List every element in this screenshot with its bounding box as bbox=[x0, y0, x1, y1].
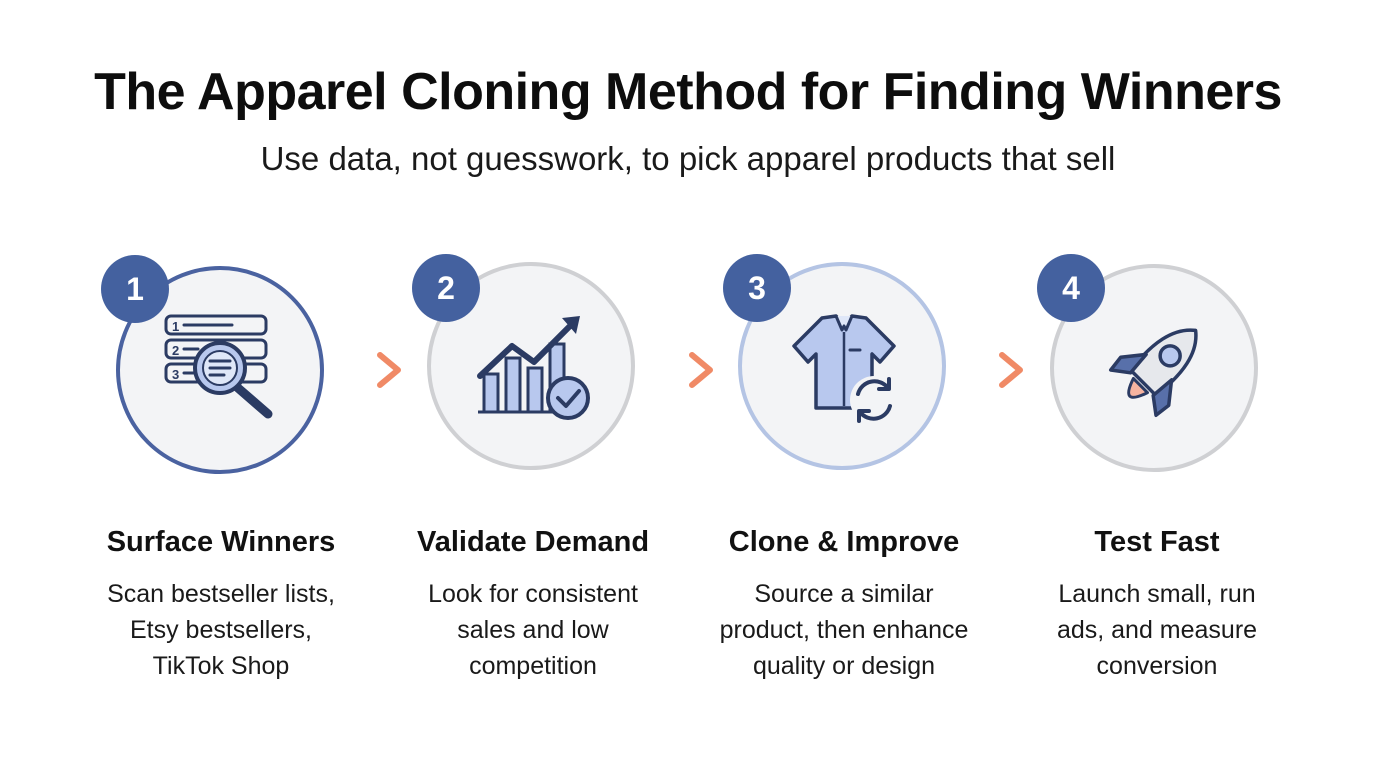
step-4-desc: Launch small, run ads, and measure conve… bbox=[1007, 576, 1307, 684]
arrow-right-icon bbox=[635, 352, 713, 388]
step-3-desc: Source a similar product, then enhance q… bbox=[694, 576, 994, 684]
page-subtitle: Use data, not guesswork, to pick apparel… bbox=[260, 140, 1116, 177]
step-2-desc-line: competition bbox=[469, 652, 597, 680]
step-4-title: Test Fast bbox=[1094, 526, 1220, 558]
list-number-3: 3 bbox=[172, 367, 179, 382]
step-3-desc-line: product, then enhance bbox=[719, 616, 969, 644]
step-1-badge: 1 bbox=[101, 255, 169, 323]
step-4-desc-line: conversion bbox=[1096, 652, 1218, 680]
step-1-title: Surface Winners bbox=[106, 526, 336, 558]
step-2-badge: 2 bbox=[412, 254, 480, 322]
step-4-desc-line: ads, and measure bbox=[1056, 616, 1258, 644]
arrow-right-icon bbox=[323, 352, 401, 388]
step-2-desc-line: sales and low bbox=[457, 616, 609, 644]
step-3-title: Clone & Improve bbox=[728, 526, 960, 558]
step-3-badge: 3 bbox=[723, 254, 791, 322]
step-4-badge: 4 bbox=[1037, 254, 1105, 322]
rocket-icon bbox=[1108, 328, 1198, 418]
step-3-desc-line: quality or design bbox=[752, 652, 936, 680]
step-2-desc: Look for consistent sales and low compet… bbox=[383, 576, 683, 684]
step-1-desc-line: Etsy bestsellers, bbox=[129, 616, 312, 644]
step-1-desc: Scan bestseller lists, Etsy bestsellers,… bbox=[71, 576, 371, 684]
step-3-desc-line: Source a similar bbox=[754, 580, 934, 608]
rising-chart-check-icon bbox=[477, 316, 590, 420]
step-2-title: Validate Demand bbox=[416, 526, 650, 558]
step-1-desc-line: Scan bestseller lists, bbox=[107, 580, 335, 608]
list-number-2: 2 bbox=[172, 343, 179, 358]
arrow-right-icon bbox=[945, 352, 1023, 388]
page-title: The Apparel Cloning Method for Finding W… bbox=[94, 63, 1282, 121]
step-1-desc-line: TikTok Shop bbox=[152, 652, 290, 680]
list-number-1: 1 bbox=[172, 319, 179, 334]
ranked-list-magnifier-icon: 1 2 3 bbox=[164, 314, 273, 419]
shirt-refresh-icon bbox=[792, 314, 898, 424]
step-2-desc-line: Look for consistent bbox=[428, 580, 638, 608]
step-4-desc-line: Launch small, run bbox=[1058, 580, 1256, 608]
